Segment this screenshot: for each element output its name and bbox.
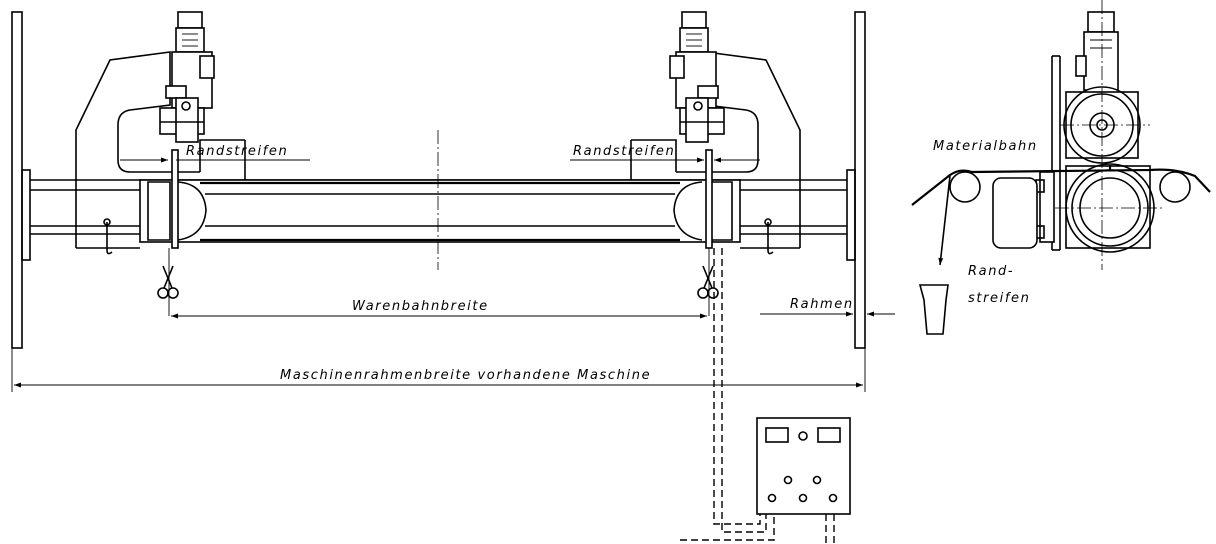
left-hook bbox=[103, 218, 113, 255]
side-center-lines bbox=[1055, 0, 1162, 270]
material-web bbox=[911, 165, 1211, 206]
right-guide-roller bbox=[1159, 171, 1191, 203]
left-c-bracket bbox=[75, 51, 246, 249]
right-scissors-icon bbox=[697, 265, 719, 299]
side-motor-box bbox=[992, 177, 1038, 249]
rahmen-label: Rahmen bbox=[790, 297, 854, 312]
rand-label-line1: Rand- bbox=[968, 264, 1014, 279]
main-roller bbox=[139, 179, 741, 243]
left-frame-flange bbox=[21, 169, 31, 261]
right-frame-flange bbox=[846, 169, 856, 261]
edge-strip-arrow bbox=[938, 175, 951, 266]
left-cutter-unit bbox=[159, 11, 215, 249]
randstreifen-left-label: Randstreifen bbox=[186, 144, 288, 159]
maschinenrahmenbreite-label: Maschinenrahmenbreite vorhandene Maschin… bbox=[280, 368, 651, 383]
rand-label-line2: streifen bbox=[968, 291, 1030, 306]
right-frame-plate bbox=[854, 11, 866, 349]
left-frame-plate bbox=[11, 11, 23, 349]
randstreifen-right-label: Randstreifen bbox=[573, 144, 675, 159]
side-view: Materialbahn Rand- streifen bbox=[911, 0, 1211, 335]
side-cutter-motor bbox=[1075, 11, 1119, 91]
control-box-display-right bbox=[817, 427, 841, 443]
left-guide-roller bbox=[949, 171, 981, 203]
right-hook bbox=[764, 218, 774, 255]
right-cutter-unit bbox=[669, 11, 725, 249]
control-cables bbox=[680, 248, 835, 544]
front-view: Randstreifen Randstreifen Warenbahnbreit… bbox=[11, 11, 895, 392]
left-scissors-icon bbox=[157, 265, 179, 299]
control-box-indicator bbox=[798, 431, 808, 441]
edge-strip-funnel bbox=[918, 284, 949, 335]
control-box bbox=[756, 417, 851, 515]
side-mount-block bbox=[1035, 171, 1055, 243]
control-box-display-left bbox=[765, 427, 789, 443]
warenbahnbreite-label: Warenbahnbreite bbox=[352, 299, 489, 314]
materialbahn-label: Materialbahn bbox=[933, 139, 1038, 154]
